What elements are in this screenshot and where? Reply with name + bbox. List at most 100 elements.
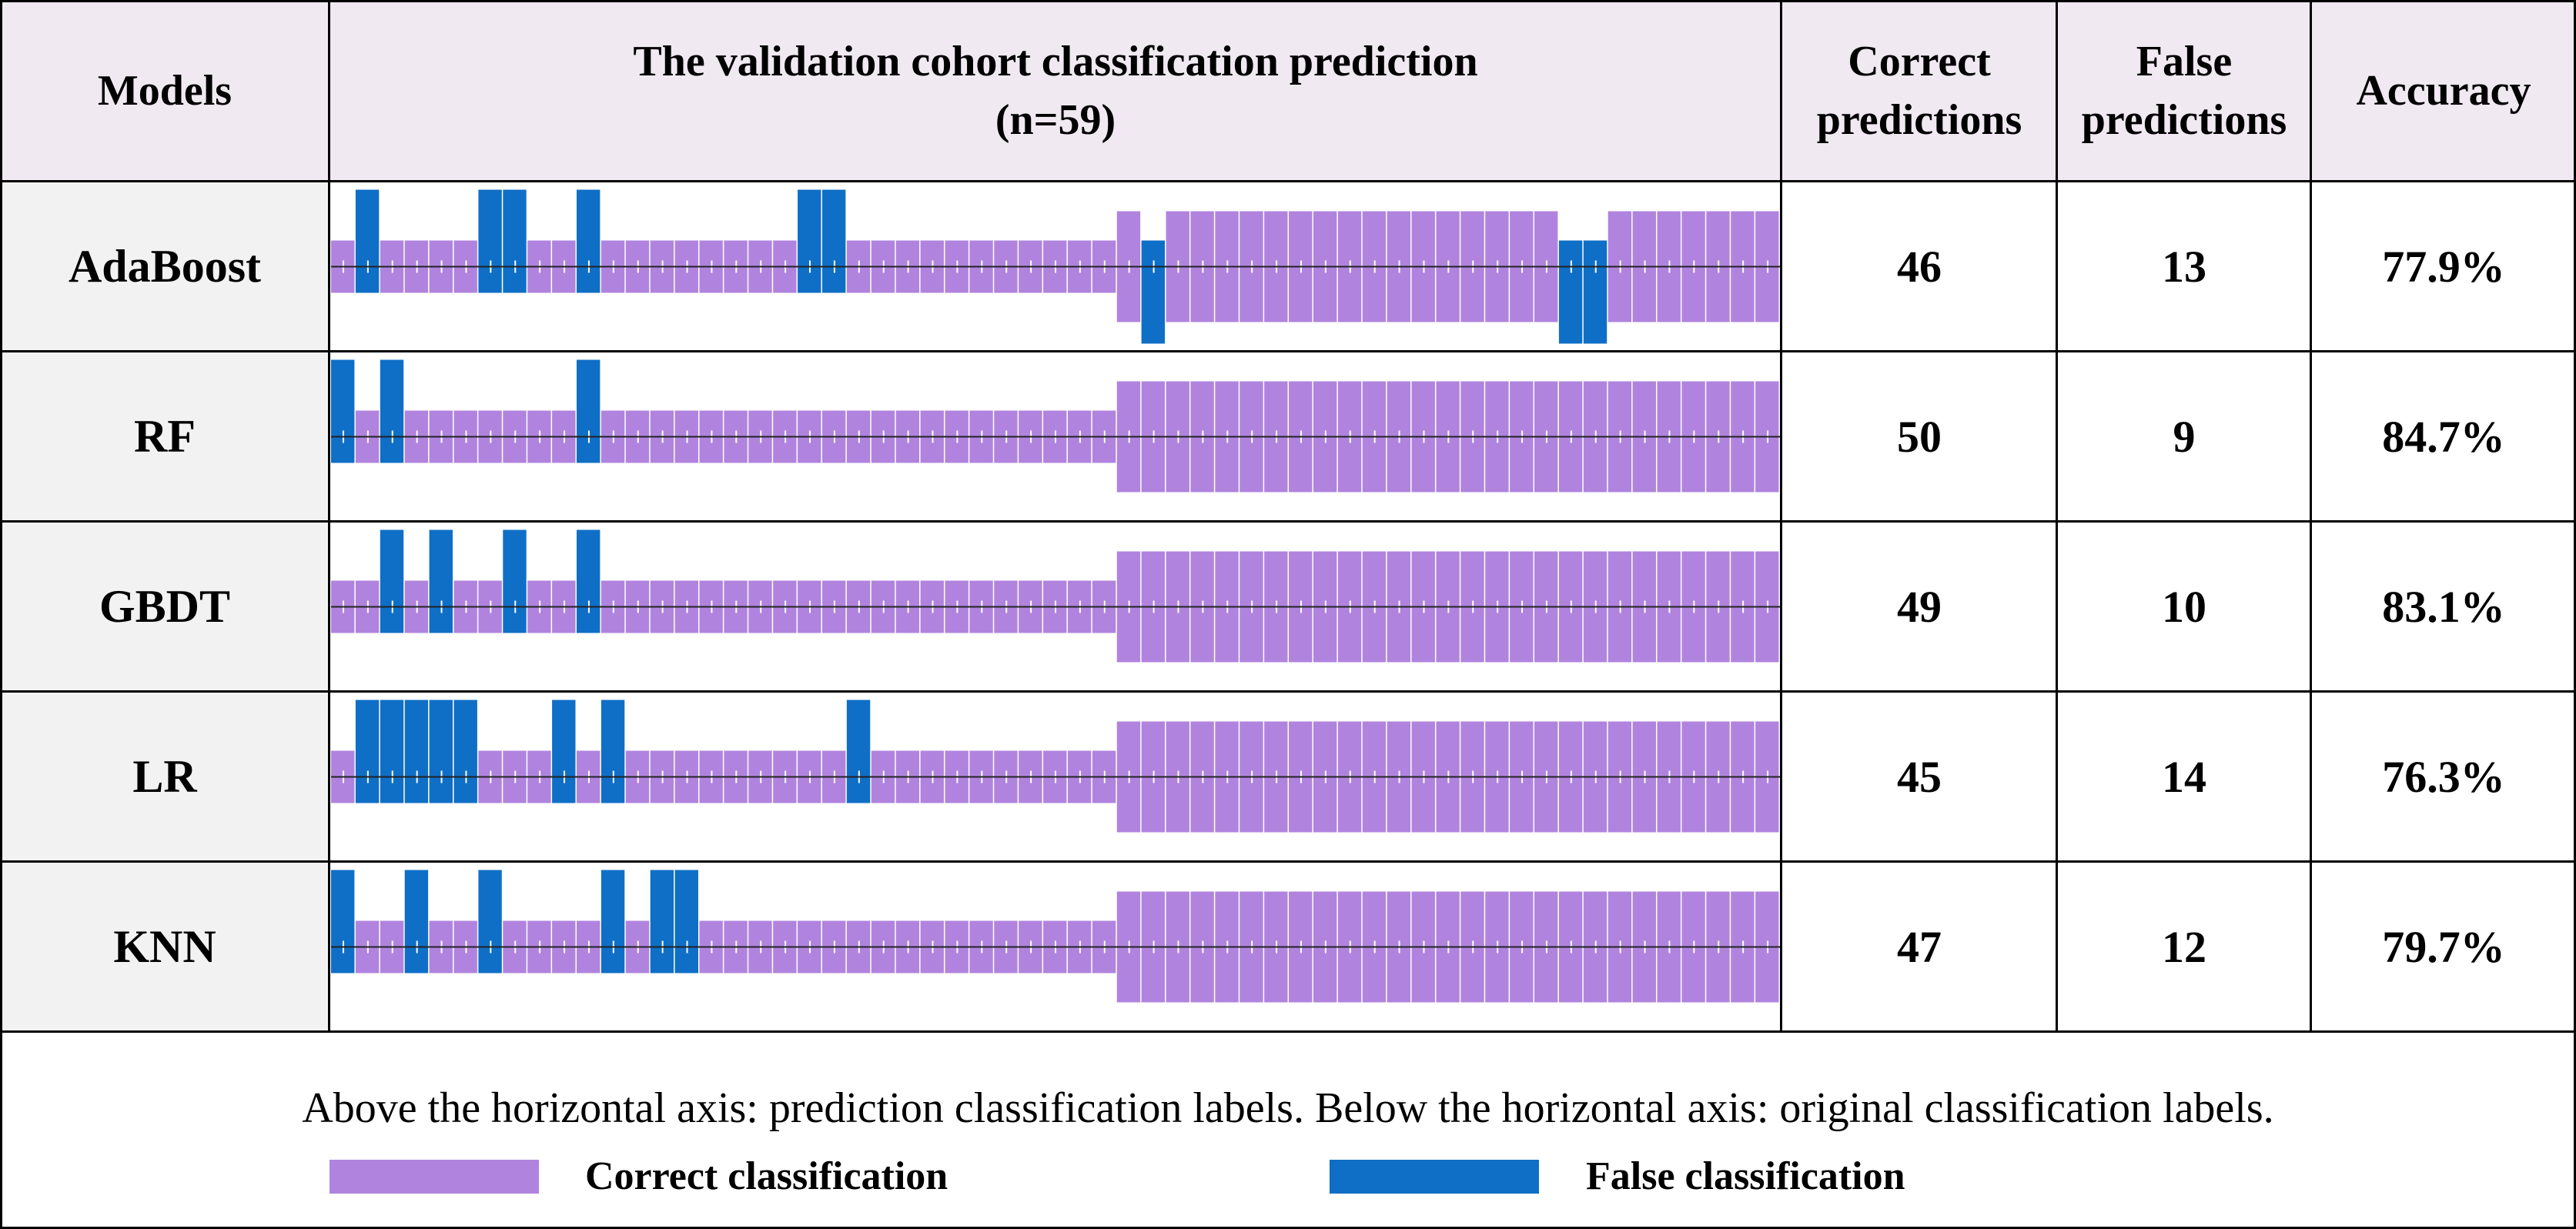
accuracy-value-cell: 84.7% — [2311, 352, 2576, 522]
correct-count: 49 — [1897, 582, 1942, 632]
correct-count-cell: 50 — [1781, 352, 2057, 522]
strip-lr — [331, 700, 1780, 833]
header-false: False predictions — [2057, 0, 2311, 182]
header-correct-line1: Correct — [1848, 38, 1991, 85]
case-bar — [1141, 240, 1166, 344]
case-bar — [552, 700, 576, 803]
false-count-cell: 13 — [2057, 182, 2311, 352]
case-bar — [798, 189, 821, 293]
case-bar — [846, 700, 871, 803]
case-bar — [380, 359, 404, 463]
accuracy-value: 83.1% — [2382, 582, 2505, 632]
row-divider — [0, 350, 2576, 352]
accuracy-value-cell: 83.1% — [2311, 522, 2576, 692]
axis-note: Above the horizontal axis: prediction cl… — [302, 1084, 2274, 1132]
accuracy-value: 76.3% — [2382, 752, 2505, 802]
column-divider — [1780, 0, 1782, 1032]
correct-count-cell: 45 — [1781, 692, 2057, 862]
accuracy-value: 84.7% — [2382, 412, 2505, 462]
case-bar — [601, 870, 625, 974]
row-divider — [0, 1030, 2576, 1033]
false-count: 13 — [2162, 242, 2206, 292]
false-count: 9 — [2173, 412, 2196, 462]
model-name: AdaBoost — [68, 241, 262, 292]
case-bar — [601, 700, 625, 803]
case-bar — [380, 529, 404, 633]
correct-count: 46 — [1897, 242, 1942, 292]
border-right — [2574, 0, 2576, 1229]
model-name: KNN — [113, 921, 216, 972]
legend-correct-label: Correct classification — [585, 1154, 948, 1198]
header-accuracy: Accuracy — [2311, 0, 2576, 182]
model-name-cell: KNN — [0, 862, 330, 1032]
header-accuracy-label: Accuracy — [2356, 67, 2531, 115]
column-divider — [328, 0, 330, 1032]
model-name-cell: LR — [0, 692, 330, 862]
false-count: 10 — [2162, 582, 2206, 632]
column-divider — [2310, 0, 2312, 1032]
false-count: 14 — [2162, 752, 2206, 802]
case-bar — [331, 359, 355, 463]
accuracy-value-cell: 76.3% — [2311, 692, 2576, 862]
case-bar — [404, 700, 429, 803]
case-bar — [380, 700, 404, 803]
header-correct-line2: predictions — [1816, 96, 2022, 144]
border-top — [0, 0, 2576, 2]
model-name-cell: GBDT — [0, 522, 330, 692]
accuracy-value-cell: 79.7% — [2311, 862, 2576, 1032]
correct-count: 50 — [1897, 412, 1942, 462]
legend-correct-swatch — [330, 1160, 539, 1194]
accuracy-value-cell: 77.9% — [2311, 182, 2576, 352]
accuracy-value: 77.9% — [2382, 242, 2505, 292]
strip-knn — [331, 870, 1780, 1003]
case-bar — [576, 529, 601, 633]
border-bottom — [0, 1227, 2576, 1229]
case-bar — [1583, 240, 1607, 344]
correct-count: 47 — [1897, 922, 1942, 972]
header-false-line2: predictions — [2081, 96, 2287, 144]
model-name: LR — [132, 751, 197, 802]
case-bar — [576, 359, 601, 463]
case-bar — [404, 870, 429, 974]
header-chart-n: (n=59) — [995, 96, 1116, 144]
case-bar — [429, 529, 453, 633]
model-name: RF — [134, 411, 196, 462]
row-divider — [0, 860, 2576, 863]
case-bar — [478, 870, 502, 974]
legend-false-label: False classification — [1586, 1154, 1905, 1198]
accuracy-value: 79.7% — [2382, 922, 2505, 972]
false-count-cell: 14 — [2057, 692, 2311, 862]
correct-count-cell: 46 — [1781, 182, 2057, 352]
header-correct: Correct predictions — [1781, 0, 2057, 182]
header-false-line1: False — [2136, 38, 2233, 85]
case-bar — [650, 870, 674, 974]
border-left — [0, 0, 2, 1229]
column-divider — [2056, 0, 2058, 1032]
case-bar — [355, 189, 380, 293]
case-bar — [453, 700, 477, 803]
strip-adaboost — [331, 189, 1780, 344]
header-models-label: Models — [97, 67, 233, 115]
case-bar — [503, 529, 527, 633]
correct-count: 45 — [1897, 752, 1942, 802]
case-bar — [576, 189, 601, 293]
false-count-cell: 12 — [2057, 862, 2311, 1032]
case-bar — [429, 700, 453, 803]
case-bar — [478, 189, 502, 293]
false-count: 12 — [2162, 922, 2206, 972]
row-divider — [0, 690, 2576, 693]
strip-gbdt — [331, 529, 1780, 663]
false-count-cell: 10 — [2057, 522, 2311, 692]
false-count-cell: 9 — [2057, 352, 2311, 522]
correct-count-cell: 47 — [1781, 862, 2057, 1032]
header-chart-title: The validation cohort classification pre… — [633, 38, 1478, 85]
model-name-cell: RF — [0, 352, 330, 522]
row-divider — [0, 520, 2576, 523]
header-models: Models — [0, 0, 330, 182]
case-bar — [331, 870, 355, 974]
case-bar — [1558, 240, 1583, 344]
model-name-cell: AdaBoost — [0, 182, 330, 352]
legend-false-swatch — [1330, 1160, 1539, 1194]
row-divider — [0, 180, 2576, 182]
